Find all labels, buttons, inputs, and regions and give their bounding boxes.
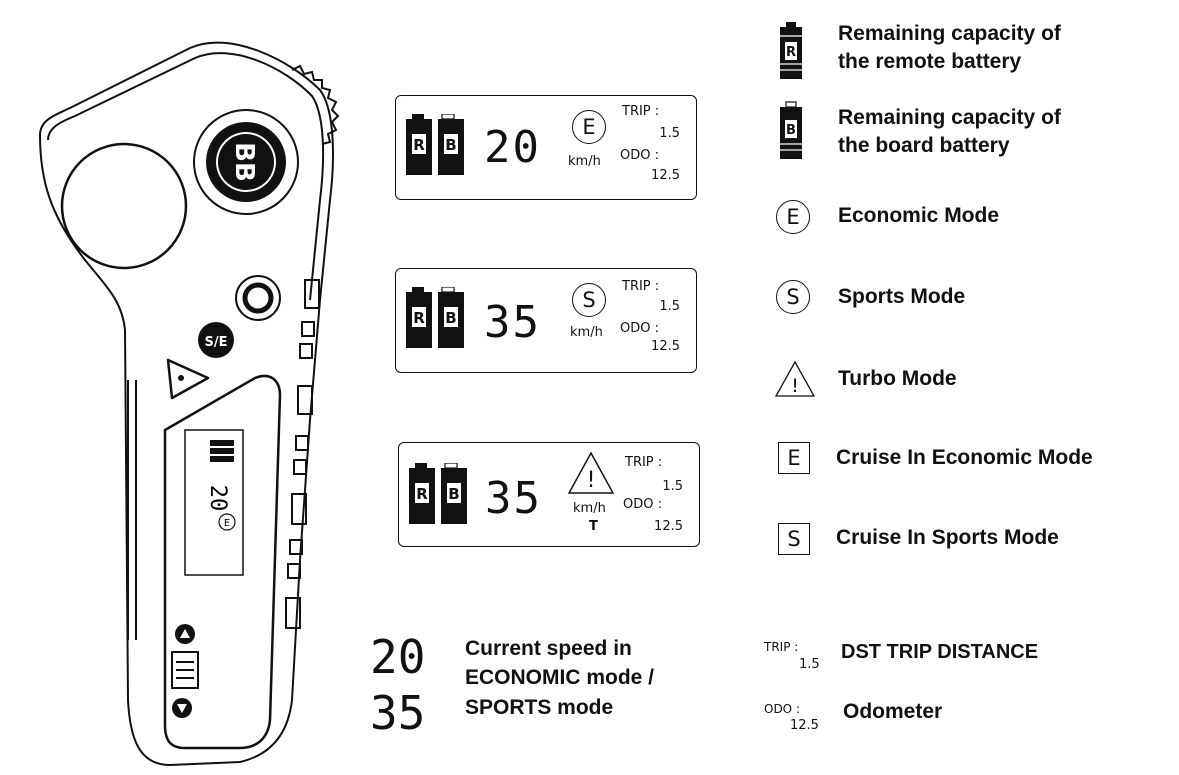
turbo-mode-symbol: ! xyxy=(587,468,596,493)
sports-mode-icon: S xyxy=(572,283,606,317)
speed-example-sports: 35 xyxy=(370,686,426,740)
lcd-display-turbo: R B 35 ! km/h T TRIP : 1.5 ODO : 12.5 xyxy=(398,442,700,547)
odo-label: ODO : xyxy=(620,321,659,336)
sports-mode-label: Sports Mode xyxy=(838,285,966,308)
odo-legend-label: ODO : xyxy=(764,702,800,716)
remote-battery-letter: R xyxy=(413,309,425,327)
speed-unit: km/h xyxy=(573,501,606,516)
se-button-label: S/E xyxy=(205,335,228,350)
current-speed-description: Current speed in ECONOMIC mode / SPORTS … xyxy=(465,637,655,719)
svg-text:R: R xyxy=(786,45,796,60)
speed-value: 35 xyxy=(485,473,542,524)
cruise-economic-legend-icon: E xyxy=(778,442,810,474)
speed-example-economic: 20 xyxy=(370,630,426,684)
trip-legend-value: 1.5 xyxy=(799,657,820,672)
odo-label: ODO : xyxy=(623,497,662,512)
speed-value: 35 xyxy=(484,297,541,348)
cruise-sports-legend-icon: S xyxy=(778,523,810,555)
lcd-display-sports: R B 35 S km/h TRIP : 1.5 ODO : 12.5 xyxy=(395,268,697,373)
trip-label: TRIP : xyxy=(622,104,660,119)
svg-text:!: ! xyxy=(791,375,799,397)
svg-text:B: B xyxy=(786,123,796,138)
remote-logo: BB xyxy=(229,142,259,182)
odo-value: 12.5 xyxy=(651,168,680,183)
trip-label: TRIP : xyxy=(622,279,660,294)
turbo-mode-label: Turbo Mode xyxy=(838,367,957,390)
remote-battery-letter: R xyxy=(413,136,425,154)
remote-battery-description: Remaining capacity of the remote battery xyxy=(838,22,1061,74)
speed-unit: km/h xyxy=(568,154,601,169)
battery-icons: R B xyxy=(409,463,467,524)
battery-icons: R B xyxy=(406,287,464,348)
board-battery-letter: B xyxy=(448,485,459,503)
trip-distance-label: DST TRIP DISTANCE xyxy=(841,641,1039,663)
lcd-display-economic: R B 20 E km/h TRIP : 1.5 ODO : 12.5 xyxy=(395,95,697,200)
economic-mode-icon: E xyxy=(572,110,606,144)
remote-screen-speed: 20 xyxy=(205,485,230,512)
trip-legend-label: TRIP : xyxy=(764,640,799,654)
turbo-mode-legend-icon: ! xyxy=(774,360,816,397)
odo-value: 12.5 xyxy=(654,519,683,534)
trip-label: TRIP : xyxy=(625,455,663,470)
trip-value: 1.5 xyxy=(659,299,680,314)
battery-icons: R B xyxy=(406,114,464,175)
board-battery-letter: B xyxy=(445,136,456,154)
cruise-indicator: T xyxy=(589,519,598,534)
economic-mode-label: Economic Mode xyxy=(838,204,1000,227)
board-battery-letter: B xyxy=(445,309,456,327)
odo-value: 12.5 xyxy=(651,339,680,354)
remote-battery-letter: R xyxy=(416,485,428,503)
cruise-economic-label: Cruise In Economic Mode xyxy=(836,446,1093,469)
speed-value: 20 xyxy=(484,122,541,173)
odo-legend-value: 12.5 xyxy=(790,718,819,733)
speed-unit: km/h xyxy=(570,325,603,340)
board-battery-icon: B xyxy=(780,101,802,159)
board-battery-description: Remaining capacity of the board battery xyxy=(838,106,1061,158)
remote-screen-mode: E xyxy=(224,518,230,529)
economic-mode-legend-icon: E xyxy=(776,200,810,234)
odo-label: ODO : xyxy=(620,148,659,163)
sports-mode-legend-icon: S xyxy=(776,280,810,314)
turbo-mode-icon: ! xyxy=(567,451,615,494)
cruise-sports-label: Cruise In Sports Mode xyxy=(836,526,1059,549)
remote-battery-icon: R xyxy=(780,22,802,79)
remote-illustration: BB S/E 20 E xyxy=(38,41,340,767)
trip-value: 1.5 xyxy=(662,479,683,494)
odometer-label: Odometer xyxy=(843,700,943,723)
trip-value: 1.5 xyxy=(659,126,680,141)
